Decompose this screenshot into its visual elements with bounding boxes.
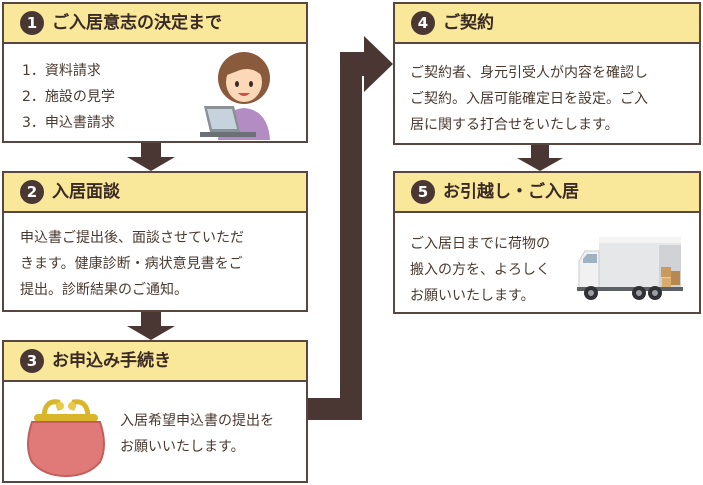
woman-at-laptop-icon — [200, 52, 270, 140]
step-1-header: 1 ご入居意志の決定まで — [4, 4, 306, 44]
step-number-badge: 5 — [411, 180, 435, 204]
text-line: 提出。診断結果のご通知。 — [20, 282, 188, 298]
step-number-badge: 2 — [20, 180, 44, 204]
list-item: 1．資料請求 — [22, 63, 101, 79]
text-line: お願いいたします。 — [410, 288, 535, 304]
step-2-description: 申込書ご提出後、面談させていただ きます。健康診断・病状意見書をご 提出。診断結… — [20, 225, 244, 303]
arrow-elbow-3-4 — [308, 36, 393, 420]
text-line: きます。健康診断・病状意見書をご — [20, 256, 243, 272]
text-line: 搬入の方を、よろしく — [410, 262, 550, 278]
step-4-card: 4 ご契約 ご契約者、身元引受人が内容を確認し ご契約。入居可能確定日を設定。ご… — [393, 2, 701, 145]
step-3-description: 入居希望申込書の提出を お願いいたします。 — [120, 408, 274, 460]
arrow-down-1-2 — [127, 143, 175, 171]
step-1-list: 1．資料請求 2．施設の見学 3．申込書請求 — [22, 58, 115, 136]
step-4-description: ご契約者、身元引受人が内容を確認し ご契約。入居可能確定日を設定。ご入 居に関す… — [410, 60, 648, 138]
text-line: 入居希望申込書の提出を — [120, 413, 274, 429]
step-1-card: 1 ご入居意志の決定まで 1．資料請求 2．施設の見学 3．申込書請求 — [2, 2, 308, 143]
step-title: お引越し・ご入居 — [443, 182, 579, 202]
text-line: お願いいたします。 — [120, 439, 245, 455]
moving-truck-icon — [577, 237, 683, 300]
step-3-card: 3 お申込み手続き 入居希望申込書の提出を お願いいたします。 — [2, 340, 308, 483]
text-line: ご入居日までに荷物の — [410, 236, 550, 252]
text-line: 申込書ご提出後、面談させていただ — [20, 230, 244, 246]
coin-purse-icon — [27, 399, 105, 478]
list-item: 3．申込書請求 — [22, 115, 115, 131]
step-number-badge: 4 — [411, 11, 435, 35]
step-2-header: 2 入居面談 — [4, 173, 306, 213]
step-number-badge: 3 — [20, 349, 44, 373]
step-5-description: ご入居日までに荷物の 搬入の方を、よろしく お願いいたします。 — [410, 231, 550, 309]
step-5-card: 5 お引越し・ご入居 ご入居日までに荷物の 搬入の方を、よろしく お願いいたしま… — [393, 171, 701, 314]
step-title: 入居面談 — [52, 182, 120, 202]
list-item: 2．施設の見学 — [22, 89, 115, 105]
arrow-down-4-5 — [517, 145, 563, 171]
step-title: ご契約 — [443, 13, 494, 33]
step-2-card: 2 入居面談 申込書ご提出後、面談させていただ きます。健康診断・病状意見書をご… — [2, 171, 308, 312]
text-line: ご契約者、身元引受人が内容を確認し — [410, 65, 648, 81]
text-line: 居に関する打合せをいたします。 — [410, 117, 619, 133]
step-title: ご入居意志の決定まで — [52, 13, 222, 33]
step-4-header: 4 ご契約 — [395, 4, 699, 44]
step-title: お申込み手続き — [52, 351, 171, 371]
arrow-down-2-3 — [127, 312, 175, 340]
step-number-badge: 1 — [20, 11, 44, 35]
step-3-header: 3 お申込み手続き — [4, 342, 306, 382]
text-line: ご契約。入居可能確定日を設定。ご入 — [410, 91, 648, 107]
step-5-header: 5 お引越し・ご入居 — [395, 173, 699, 213]
